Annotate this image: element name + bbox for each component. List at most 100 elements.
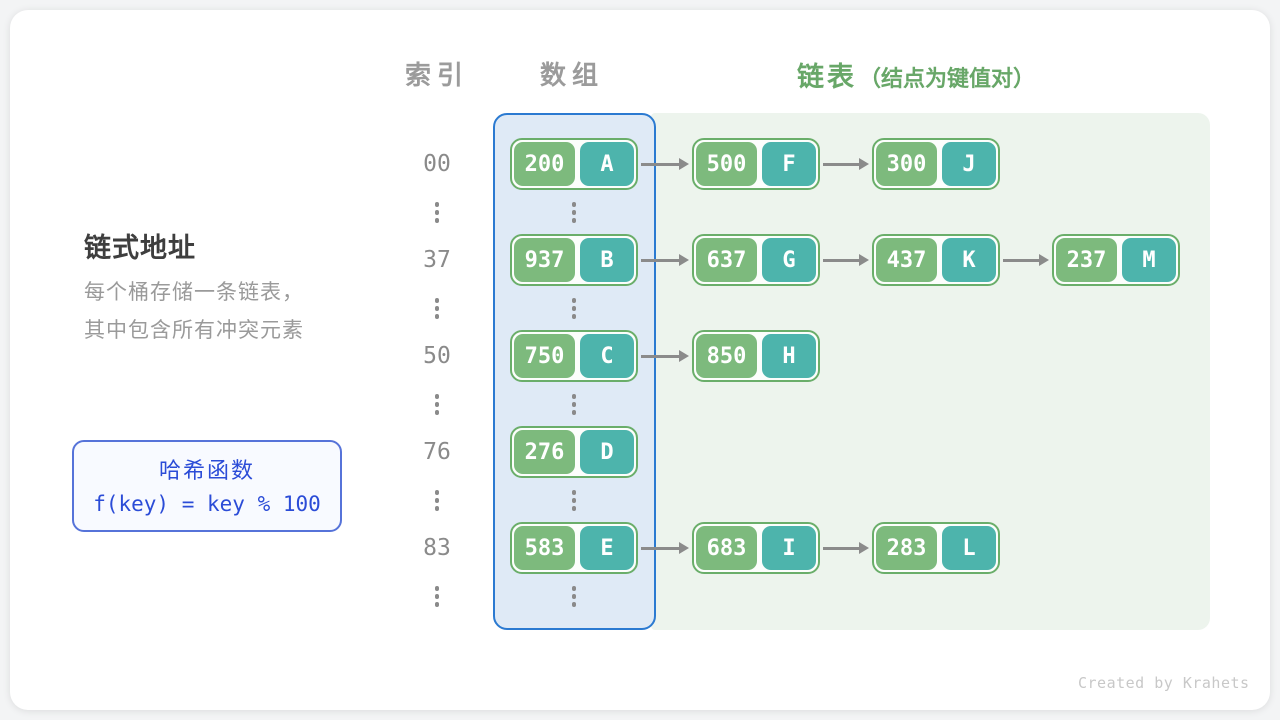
bucket-index-label: 50	[423, 343, 451, 369]
dot	[434, 202, 440, 207]
node-key: 283	[876, 526, 937, 570]
dot	[571, 602, 577, 607]
node-key: 637	[696, 238, 757, 282]
dot	[434, 298, 440, 303]
dot	[571, 586, 577, 591]
dot	[434, 410, 440, 415]
concept-description-line: 其中包含所有冲突元素	[84, 319, 304, 342]
dot	[571, 498, 577, 503]
dot	[434, 586, 440, 591]
ellipsis-dots-icon	[571, 202, 577, 223]
credit-text: Created by Krahets	[1078, 674, 1250, 692]
linked-list-header-label: 链表	[797, 62, 857, 92]
dot	[434, 218, 440, 223]
next-pointer-arrow	[641, 253, 689, 267]
dot	[571, 490, 577, 495]
arrow-line	[641, 354, 679, 358]
arrow-line	[823, 162, 859, 166]
ellipsis-dots-icon	[571, 490, 577, 511]
node-value: F	[762, 142, 816, 186]
arrow-line	[641, 258, 679, 262]
arrow-head-icon	[1039, 254, 1049, 266]
node-key: 683	[696, 526, 757, 570]
dot	[434, 306, 440, 311]
dot	[571, 410, 577, 415]
dot	[434, 498, 440, 503]
node-value: G	[762, 238, 816, 282]
ellipsis-dots-icon	[434, 586, 440, 607]
node-value: D	[580, 430, 634, 474]
node-key: 276	[514, 430, 575, 474]
node-value: B	[580, 238, 634, 282]
dot	[571, 594, 577, 599]
arrow-line	[1003, 258, 1039, 262]
node-key: 750	[514, 334, 575, 378]
node-key: 437	[876, 238, 937, 282]
ellipsis-dots-icon	[571, 298, 577, 319]
column-header-linked-list: 链表（结点为键值对）	[797, 55, 1035, 94]
dot	[571, 210, 577, 215]
dot	[434, 506, 440, 511]
bucket-index-label: 83	[423, 535, 451, 561]
arrow-line	[641, 162, 679, 166]
node-value: E	[580, 526, 634, 570]
node-key: 237	[1056, 238, 1117, 282]
hash-function-formula: f(key) = key % 100	[93, 492, 321, 516]
next-pointer-arrow	[641, 157, 689, 171]
concept-description: 每个桶存储一条链表， 其中包含所有冲突元素	[84, 274, 304, 350]
dot	[434, 490, 440, 495]
node-key: 850	[696, 334, 757, 378]
arrow-head-icon	[859, 542, 869, 554]
dot	[434, 314, 440, 319]
arrow-line	[641, 546, 679, 550]
dot	[434, 602, 440, 607]
ellipsis-dots-icon	[434, 298, 440, 319]
dot	[571, 202, 577, 207]
next-pointer-arrow	[823, 157, 869, 171]
arrow-line	[823, 546, 859, 550]
node-value: C	[580, 334, 634, 378]
arrow-head-icon	[679, 350, 689, 362]
ellipsis-dots-icon	[434, 202, 440, 223]
node-key: 937	[514, 238, 575, 282]
dot	[434, 394, 440, 399]
concept-description-line: 每个桶存储一条链表，	[84, 281, 304, 304]
arrow-head-icon	[679, 542, 689, 554]
next-pointer-arrow	[641, 541, 689, 555]
hash-function-title: 哈希函数	[158, 458, 255, 483]
next-pointer-arrow	[823, 541, 869, 555]
dot	[434, 594, 440, 599]
dot	[571, 394, 577, 399]
next-pointer-arrow	[823, 253, 869, 267]
concept-title: 链式地址	[84, 233, 196, 263]
bucket-index-label: 37	[423, 247, 451, 273]
node-value: L	[942, 526, 996, 570]
next-pointer-arrow	[1003, 253, 1049, 267]
dot	[571, 218, 577, 223]
next-pointer-arrow	[641, 349, 689, 363]
node-key: 300	[876, 142, 937, 186]
column-header-index: 索引	[405, 60, 470, 90]
ellipsis-dots-icon	[434, 394, 440, 415]
dot	[571, 306, 577, 311]
ellipsis-dots-icon	[571, 394, 577, 415]
arrow-head-icon	[859, 158, 869, 170]
linked-list-header-note: （结点为键值对）	[859, 66, 1036, 91]
node-key: 200	[514, 142, 575, 186]
dot	[434, 402, 440, 407]
dot	[571, 402, 577, 407]
